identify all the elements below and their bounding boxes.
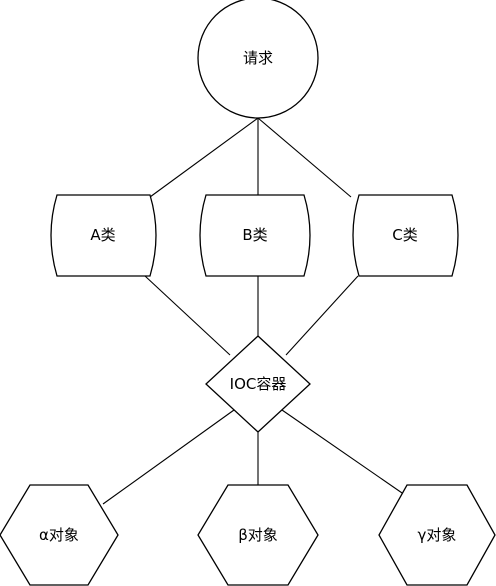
connectors bbox=[102, 117, 419, 505]
class-b-shape bbox=[199, 194, 311, 277]
object-alpha-node[interactable]: α对象 bbox=[0, 484, 119, 586]
ioc-label: IOC容器 bbox=[230, 375, 287, 393]
class-c-shape bbox=[352, 194, 459, 277]
class-c-node[interactable]: C类 bbox=[352, 194, 459, 277]
class-a-node[interactable]: A类 bbox=[50, 194, 157, 277]
edge-ioc-alpha bbox=[102, 409, 235, 505]
request-circle bbox=[197, 0, 319, 119]
object-gamma-hexagon bbox=[378, 484, 496, 586]
edge-request-class-c bbox=[257, 117, 352, 198]
object-gamma-label: γ对象 bbox=[418, 526, 457, 544]
edge-ioc-gamma bbox=[281, 409, 419, 505]
object-alpha-hexagon bbox=[0, 484, 119, 586]
class-a-label: A类 bbox=[90, 226, 115, 244]
edge-class-a-ioc bbox=[144, 275, 231, 356]
ioc-container-node[interactable]: IOC容器 bbox=[205, 335, 311, 433]
edge-class-c-ioc bbox=[285, 275, 359, 356]
class-b-node[interactable]: B类 bbox=[199, 194, 311, 277]
object-gamma-node[interactable]: γ对象 bbox=[378, 484, 496, 586]
object-alpha-label: α对象 bbox=[39, 526, 79, 544]
request-label: 请求 bbox=[243, 49, 273, 67]
ioc-diamond bbox=[205, 335, 311, 433]
class-a-shape bbox=[50, 194, 157, 277]
object-beta-node[interactable]: β对象 bbox=[197, 484, 319, 586]
class-c-label: C类 bbox=[392, 226, 417, 244]
edge-request-class-a bbox=[149, 117, 259, 198]
object-beta-hexagon bbox=[197, 484, 319, 586]
class-b-label: B类 bbox=[242, 226, 267, 244]
object-beta-label: β对象 bbox=[238, 526, 278, 544]
request-node[interactable]: 请求 bbox=[197, 0, 319, 119]
